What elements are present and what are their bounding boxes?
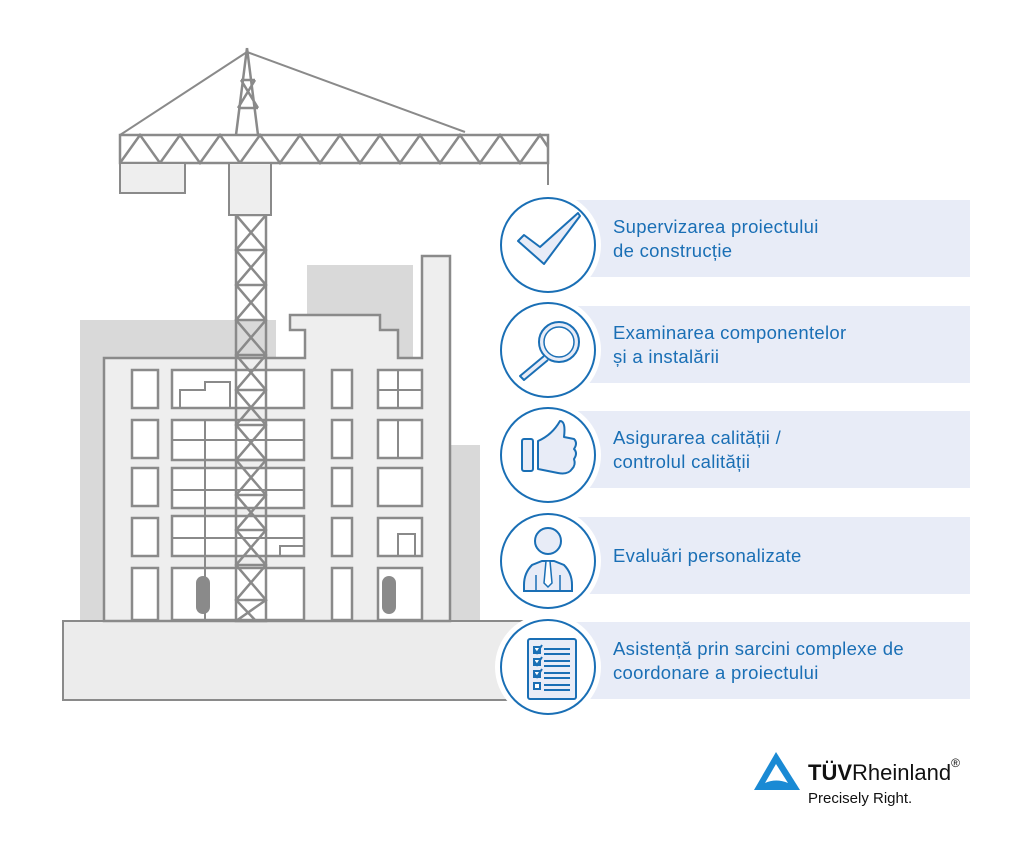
brand-bold: TÜV [808, 760, 852, 785]
tuv-triangle-logo-icon [754, 752, 800, 790]
label-line: controlul calității [613, 450, 751, 472]
label-line: Evaluări personalizate [613, 544, 802, 566]
label-line: Asigurarea calității / [613, 426, 782, 448]
brand-name: TÜVRheinland® [808, 756, 960, 786]
registered-mark: ® [951, 756, 960, 770]
service-label: Asigurarea calității / controlul calităț… [613, 411, 781, 488]
magnifier-icon [500, 302, 596, 398]
service-band [540, 411, 970, 488]
label-line: Supervizarea proiectului [613, 215, 819, 237]
service-label: Supervizarea proiectului de construcție [613, 200, 819, 277]
brand-tagline: Precisely Right. [808, 790, 913, 807]
service-band [540, 622, 970, 699]
checkmark-icon [500, 197, 596, 293]
label-line: de construcție [613, 239, 733, 261]
thumbs-up-icon [500, 407, 596, 503]
label-line: și a instalării [613, 345, 720, 367]
brand-rest: Rheinland [852, 760, 952, 785]
checklist-icon [500, 619, 596, 715]
service-band [540, 517, 970, 594]
service-band [540, 200, 970, 277]
service-band [540, 306, 970, 383]
label-line: Examinarea componentelor [613, 321, 847, 343]
service-label: Asistență prin sarcini complexe de coord… [613, 622, 904, 699]
person-icon [500, 513, 596, 609]
label-line: Asistență prin sarcini complexe de [613, 637, 904, 659]
service-label: Examinarea componentelor și a instalării [613, 306, 846, 383]
service-label: Evaluări personalizate [613, 517, 802, 594]
label-line: coordonare a proiectului [613, 661, 819, 683]
